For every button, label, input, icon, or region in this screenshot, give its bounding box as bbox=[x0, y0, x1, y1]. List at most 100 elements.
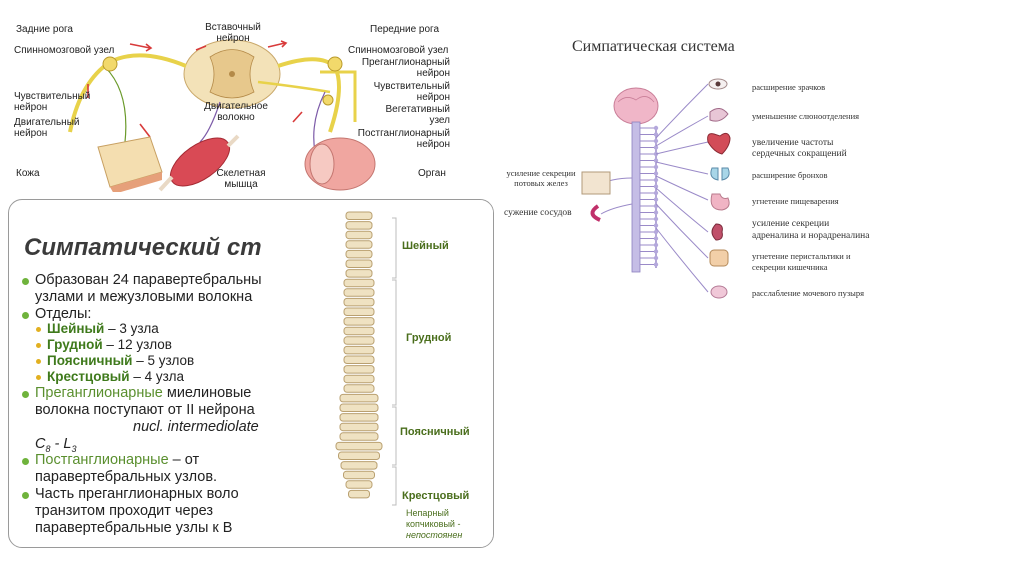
ganglion bbox=[653, 164, 659, 170]
vertebra bbox=[345, 211, 373, 220]
vertebra bbox=[343, 345, 375, 355]
kidney-icon bbox=[711, 223, 723, 241]
vessel-icon bbox=[590, 204, 601, 222]
vertebra bbox=[345, 480, 373, 489]
effect-bladder: расслабление мочевого пузыря bbox=[752, 288, 865, 298]
effect-heart-line1: увеличение частоты bbox=[752, 138, 834, 148]
bullet-icon bbox=[22, 312, 29, 319]
ganglion bbox=[653, 125, 659, 131]
ganglion bbox=[653, 171, 659, 176]
card-line-2: узлами и межузловыми волокна bbox=[35, 289, 253, 305]
bullet-icon bbox=[22, 278, 29, 285]
effector-fibre bbox=[655, 203, 709, 259]
label-organ: Орган bbox=[418, 168, 446, 179]
effector-fibre bbox=[655, 175, 709, 201]
bullet-icon bbox=[22, 391, 29, 398]
sns-title: Симпатическая система bbox=[572, 38, 735, 55]
effector-fibre bbox=[655, 141, 709, 155]
sub-bullet-icon bbox=[36, 327, 41, 332]
effect-intestine-line1: угнетение перистальтики и bbox=[752, 251, 851, 261]
vertebra bbox=[340, 461, 378, 470]
sweat-gland-icon bbox=[581, 171, 611, 195]
effector-fibre bbox=[655, 83, 709, 139]
ganglion bbox=[653, 138, 659, 144]
ganglion bbox=[653, 145, 659, 150]
label-dvigat-left: Двигательный нейрон bbox=[14, 117, 80, 139]
effector-fibre bbox=[655, 227, 709, 293]
card-part-line2: транзитом проходит через bbox=[35, 503, 214, 519]
ganglion bbox=[653, 223, 659, 228]
card-segments: C8 - L3 bbox=[35, 436, 77, 454]
spine-label-sacral: Крестцовый bbox=[402, 490, 470, 502]
vertebra bbox=[339, 422, 379, 432]
ganglion bbox=[653, 216, 659, 222]
card-line-otdely: Отделы: bbox=[35, 306, 92, 322]
label-skeletnaya: Скелетная мышца bbox=[216, 168, 266, 190]
vertebra bbox=[345, 221, 373, 230]
label-perednie-roga: Передние рога bbox=[370, 24, 440, 35]
effector-fibre bbox=[655, 115, 709, 147]
vertebra bbox=[343, 355, 375, 364]
spine-label-cervical: Шейный bbox=[402, 240, 449, 252]
card-part-line1: Часть преганглионарных воло bbox=[35, 486, 239, 502]
sub-bullet-icon bbox=[36, 359, 41, 364]
vertebra bbox=[348, 489, 370, 499]
effect-adrenal-line1: усиление секреции bbox=[752, 219, 830, 229]
vertebra bbox=[339, 432, 379, 441]
ganglion bbox=[653, 255, 659, 261]
eye-icon bbox=[708, 78, 728, 90]
ganglion bbox=[653, 158, 659, 163]
effector-fibre bbox=[655, 161, 709, 175]
division-thoracic: Грудной – 12 узлов bbox=[47, 337, 172, 352]
spinal-cord-cross-section-icon bbox=[183, 39, 281, 109]
bullet-icon bbox=[22, 458, 29, 465]
vertebra bbox=[345, 269, 373, 278]
sns-illustration bbox=[581, 78, 731, 299]
label-postgang: Постганглионарный нейрон bbox=[357, 128, 450, 150]
division-cervical: Шейный – 3 узла bbox=[47, 321, 159, 336]
brain-icon bbox=[613, 87, 659, 125]
label-dvigat-volokno: Двигательное волокно bbox=[204, 101, 268, 123]
effect-pupils: расширение зрачков bbox=[752, 82, 826, 92]
reflex-arc-diagram: Задние рога Вставочный нейрон Передние р… bbox=[10, 12, 453, 192]
label-spinnomozg-left: Спинномозговой узел bbox=[14, 45, 115, 56]
spine-illustration-panel: Шейный Грудной Поясничный Крестцовый Неп… bbox=[304, 200, 493, 547]
vertebra bbox=[343, 384, 375, 393]
spine-illustration-icon bbox=[335, 211, 397, 506]
effector-fibre bbox=[655, 187, 709, 233]
label-chuvstv-right: Чувствительный нейрон bbox=[373, 81, 450, 103]
salivary-gland-icon bbox=[709, 108, 729, 122]
ganglion bbox=[653, 184, 659, 189]
effect-salivation: уменьшение слюноотделения bbox=[752, 111, 860, 121]
card-post-line2: паравертебральных узлов. bbox=[35, 469, 218, 485]
vertebra bbox=[343, 288, 375, 297]
label-veget: Вегетативный узел bbox=[385, 104, 450, 126]
card-nucl: nucl. intermediolate bbox=[133, 419, 259, 435]
vertebra bbox=[339, 413, 379, 422]
label-spinnomozg-right: Спинномозговой узел bbox=[348, 45, 449, 56]
ganglion bbox=[653, 242, 659, 248]
card-post-line1: Постганглионарные – от bbox=[35, 452, 200, 468]
spine-label-coccyx: Непарный копчиковый - непостоянен bbox=[406, 508, 463, 540]
sympathetic-trunk-card: Симпатический ст Образован 24 паравертеб… bbox=[8, 199, 494, 548]
sub-bullet-icon bbox=[36, 343, 41, 348]
effect-sweat: усиление секреции потовых желез bbox=[506, 168, 576, 188]
vertebra bbox=[343, 336, 375, 345]
spine-label-thoracic: Грудной bbox=[406, 332, 452, 344]
spine-label-lumbar: Поясничный bbox=[400, 426, 470, 438]
card-pre-line2: волокна поступают от II нейрона bbox=[35, 402, 255, 418]
organ-icon bbox=[304, 137, 376, 191]
vertebra bbox=[338, 451, 380, 460]
vertebra bbox=[345, 240, 373, 249]
label-vstavochny: Вставочный нейрон bbox=[205, 22, 261, 44]
effect-bronchi: расширение бронхов bbox=[752, 170, 828, 180]
bullet-icon bbox=[22, 492, 29, 499]
card-pre-line1: Преганглионарные миелиновые bbox=[35, 385, 252, 401]
card-part-line3: паравертебральные узлы к В bbox=[35, 520, 233, 536]
vertebra bbox=[339, 393, 379, 403]
effect-digestion: угнетение пищеварения bbox=[752, 196, 839, 206]
division-sacral: Крестцовый – 4 узла bbox=[47, 369, 185, 384]
label-zadnie-roga: Задние рога bbox=[16, 24, 73, 35]
sympathetic-chain bbox=[653, 125, 659, 267]
sympathetic-system-figure: Симпатическая система bbox=[486, 28, 906, 304]
